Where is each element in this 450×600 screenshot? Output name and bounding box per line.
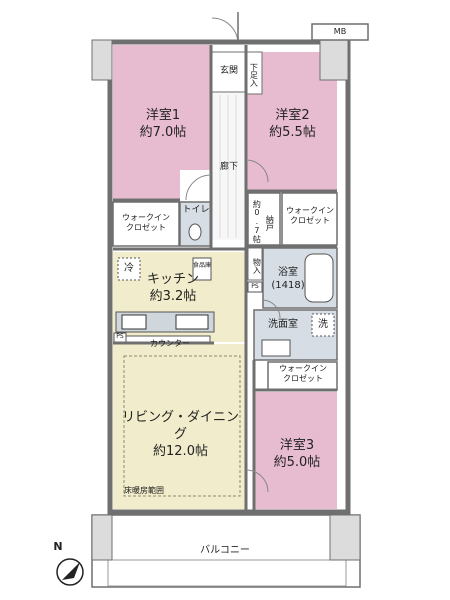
bedroom3-label: 洋室3 約5.0帖	[273, 438, 321, 470]
floor-heating-area	[123, 355, 241, 497]
food-storage-label: 食品庫	[193, 262, 212, 269]
balcony-label: バルコニー	[200, 545, 250, 556]
corridor-floor	[212, 90, 245, 240]
mb-label: MB	[333, 27, 347, 36]
corridor-label: 廊下	[219, 162, 238, 172]
washer-label: 洗	[318, 319, 328, 330]
mb-box	[311, 23, 369, 41]
genkan-floor	[211, 51, 246, 93]
ps2-label: PS	[251, 283, 259, 290]
interior-walls	[113, 45, 337, 510]
counter-label: カウンター	[150, 339, 190, 348]
monoire-label: 物入	[252, 258, 262, 274]
walkin2-label: ウォークイン クロゼット	[286, 206, 334, 226]
geta-label: 下足入	[249, 63, 259, 87]
fridge-box	[117, 257, 141, 281]
bathtub	[304, 253, 334, 303]
toilet-bowl	[188, 223, 202, 241]
walkin3-floor	[267, 361, 338, 391]
storage-size-label: 約0.7帖	[252, 199, 262, 243]
nando-label: 納戸	[265, 215, 275, 231]
cooktop	[121, 314, 147, 330]
living-label: リビング・ダイニング 約12.0帖	[121, 410, 239, 459]
kitchen-label: キッチン 約3.2帖	[146, 272, 199, 304]
washer-box	[311, 313, 335, 337]
toilet-label: トイレ	[182, 205, 210, 215]
walkin1-floor	[112, 201, 180, 247]
compass-icon	[56, 558, 84, 586]
columns	[91, 39, 361, 561]
bedroom1-label: 洋室1 約7.0帖	[139, 108, 187, 140]
floor-heating-label: 床暖房範囲	[124, 486, 164, 495]
ps2-box	[247, 281, 263, 293]
balcony-rail	[107, 559, 347, 587]
north-label: N	[53, 540, 63, 553]
fridge-label: 冷	[124, 263, 134, 274]
wash-basin	[261, 339, 291, 357]
washroom-label: 洗面室	[268, 319, 298, 330]
bedroom2-label: 洋室2 約5.5帖	[269, 108, 316, 140]
living-floor	[113, 344, 245, 509]
outer-wall	[107, 39, 351, 515]
walkin1-label: ウォークイン クロゼット	[122, 213, 170, 233]
bedroom1-closet-nook	[180, 170, 211, 200]
ps1-label: PS	[116, 333, 124, 340]
monoire-floor	[247, 247, 263, 281]
walkin3-label: ウォークイン クロゼット	[279, 364, 327, 384]
food-storage-box	[192, 257, 212, 281]
bath-label: 浴室 (1418)	[271, 267, 305, 291]
balcony-area	[91, 514, 361, 588]
sink	[175, 314, 209, 330]
genkan-label: 玄関	[219, 66, 238, 76]
